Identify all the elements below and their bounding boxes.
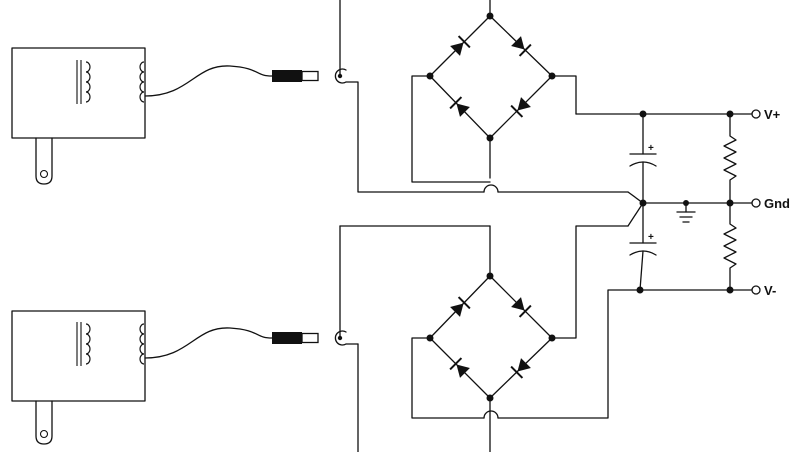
dc-jack-top xyxy=(334,0,485,193)
wall-adapter-bottom xyxy=(11,310,319,445)
adapter-cord-bottom xyxy=(144,327,273,359)
terminal-v-minus: V- xyxy=(751,283,776,298)
terminal-v-plus: V+ xyxy=(751,107,781,122)
label-gnd: Gnd xyxy=(764,196,790,211)
label-v-minus: V- xyxy=(764,283,776,298)
label-v-plus: V+ xyxy=(764,107,781,122)
plug-prong-top-icon xyxy=(35,137,53,185)
capacitor-bottom-polarity: + xyxy=(648,232,654,243)
bridge-rectifier-bottom xyxy=(411,225,641,452)
wall-adapter-top xyxy=(11,47,319,185)
terminal-gnd: Gnd xyxy=(751,196,790,211)
adapter-cord-top xyxy=(144,65,273,97)
resistor-bottom-icon xyxy=(723,202,737,291)
ground-icon xyxy=(676,202,696,223)
transformer-top-icon xyxy=(76,60,145,104)
center-tap-junction xyxy=(627,191,647,227)
resistor-top-icon xyxy=(723,113,737,204)
barrel-plug-bottom xyxy=(272,332,319,344)
dc-jack-bottom xyxy=(334,225,491,452)
plug-prong-bottom-icon xyxy=(35,400,53,445)
barrel-plug-top xyxy=(272,70,319,82)
bridge-rectifier-top xyxy=(411,0,629,193)
capacitor-top: + xyxy=(629,113,657,204)
output-rails xyxy=(575,110,753,294)
capacitor-top-polarity: + xyxy=(648,143,654,154)
capacitor-bottom: + xyxy=(629,202,657,291)
transformer-bottom-icon xyxy=(76,322,145,366)
